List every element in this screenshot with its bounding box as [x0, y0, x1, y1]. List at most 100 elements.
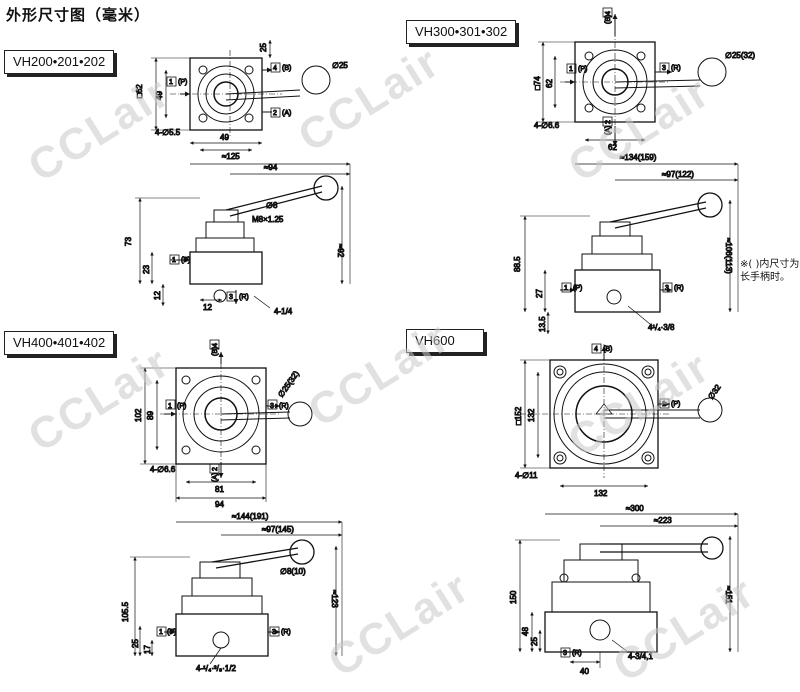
vh200-side-port-3: 3 [229, 294, 233, 301]
vh400-port-2-label: (A) [212, 473, 219, 482]
vh300-port-3-label: (R) [671, 65, 681, 72]
vh300-dim-square: □74 [533, 76, 542, 90]
vh400-dim-bottom-81: 81 [215, 485, 224, 494]
vh200-port-2-label: (A) [282, 110, 291, 117]
vh400-port-2: 2 [212, 467, 219, 471]
note-line-1: ※( )内尺寸为 [740, 259, 800, 270]
vh600-dim-square: □152 [514, 406, 523, 425]
vh300-port-1-label: (P) [578, 66, 587, 73]
vh200-dim-len-94: ≈94 [264, 163, 278, 172]
vh200-side-port-1: 1 [172, 257, 176, 264]
vh600-dim-knob: ∅32 [706, 383, 723, 402]
vh200-dim-h12: 12 [153, 291, 162, 300]
vh200-side-port-3-label: (R) [239, 294, 249, 301]
vh600-dim-bottom: 132 [594, 489, 608, 498]
vh600-dim-h25: 25 [530, 637, 539, 646]
model-label-vh200: VH200•201•202 [4, 50, 115, 74]
vh200-dim-knob: ∅25 [332, 61, 348, 70]
vh200-top-view [151, 40, 331, 152]
vh300-port-4: 4 [605, 11, 612, 15]
drawing-sheet: 外形尺寸图（毫米） VH200•201•202 VH300•301•302 VH… [4, 6, 799, 692]
vh300-dim-bottom-width: 62 [608, 143, 617, 152]
vh200-dim-w12: 12 [203, 303, 212, 312]
vh300-port-1: 1 [569, 66, 573, 73]
vh300-port-2-label: (A) [605, 126, 612, 135]
vh400-port-3-label: (R) [279, 403, 289, 410]
vh400-port-3: 3 [270, 403, 274, 410]
vh400-dim-side: 89 [146, 411, 155, 420]
vh300-dim-port: 4¹/₄·3/8 [648, 323, 675, 332]
vh300-port-2: 2 [605, 120, 612, 124]
vh600-dim-side: 132 [527, 408, 536, 422]
vh400-side-port-3: 3 [272, 629, 276, 636]
vh600-side-port-3-label: (R) [572, 650, 582, 657]
vh600-side-port-3: 3 [563, 650, 567, 657]
vh200-dim-height-92: ≈92 [336, 244, 345, 258]
vh400-side-port-1-label: (P) [167, 629, 176, 636]
vh200-dim-thread: M8×1.25 [252, 215, 284, 224]
vh400-dim-bottom-94: 94 [215, 500, 224, 509]
vh300-dim-len-134: ≈134(159) [620, 153, 657, 162]
vh600-dim-port: 4-3/4,1 [628, 652, 653, 661]
vh600-dim-len-223: ≈223 [654, 516, 672, 525]
vh300-dim-h135: 13.5 [538, 316, 547, 332]
vh400-port-4: 4 [212, 343, 219, 347]
vh400-dim-holes: 4-∅6.6 [150, 465, 176, 474]
vh600-dim-height-150: 150 [509, 590, 518, 604]
vh400-top-view [140, 339, 313, 502]
vh400-port-1-label: (P) [177, 403, 186, 410]
vh400-dim-height-123: ≈123 [330, 590, 339, 608]
vh400-dim-shaft: ∅8(10) [280, 567, 306, 576]
model-label-vh300: VH300•301•302 [406, 20, 517, 44]
vh200-dim-square: □62 [135, 84, 144, 98]
vh200-side-view [135, 162, 351, 309]
vh200-port-1-label: (P) [178, 79, 187, 86]
vh200-dim-holes: 4-∅5.5 [155, 128, 181, 137]
vh400-dim-len-97: ≈97(145) [262, 525, 294, 534]
vh600-top-view [520, 343, 723, 488]
vh200-port-4-label: (B) [282, 65, 291, 72]
vh300-dim-len-97: ≈97(122) [662, 170, 694, 179]
vh300-side-port-3-label: (R) [674, 285, 684, 292]
vh600-dim-height-151: ≈151 [724, 586, 733, 604]
vh300-side-port-1: 1 [564, 285, 568, 292]
vh200-port-1: 1 [169, 79, 173, 86]
vh300-side-view [520, 162, 739, 334]
vh600-dim-holes: 4-∅11 [515, 471, 538, 480]
vh200-dim-bottom-width: 49 [220, 133, 229, 142]
vh400-port-4-label: (B) [212, 347, 219, 356]
vh400-port-1: 1 [168, 403, 172, 410]
vh300-dim-height-885: 88.5 [513, 256, 522, 272]
vh400-dim-square: 102 [134, 408, 143, 422]
vh600-port-1-label: (P) [671, 401, 680, 408]
page-title: 外形尺寸图（毫米） [6, 6, 151, 24]
vh400-side-view [130, 520, 343, 665]
vh300-top-view [538, 7, 727, 146]
long-handle-note: ※( )内尺寸为 长手柄时。 [740, 258, 799, 284]
vh600-side-view [515, 512, 739, 668]
vh600-dim-h48: 48 [521, 627, 530, 636]
vh200-port-4: 4 [273, 65, 277, 72]
technical-drawings: 1 (P) 4 (B) 2 (A) □62 49 25 49 4-∅5.5 ∅2… [121, 7, 756, 677]
vh600-dim-w40: 40 [580, 667, 589, 676]
vh600-port-1: 1 [662, 401, 666, 408]
note-line-2: 长手柄时。 [740, 272, 790, 283]
vh400-dim-height-1055: 105.5 [121, 601, 130, 622]
vh600-port-4-label: (B) [603, 346, 612, 353]
vh600-port-4: 4 [594, 346, 598, 353]
vh300-dim-holes: 4-∅6.6 [534, 121, 560, 130]
vh200-dim-height-73: 73 [124, 237, 133, 246]
vh300-port-3: 3 [662, 65, 666, 72]
vh400-dim-h25: 25 [131, 639, 140, 648]
vh400-dim-knob: ∅25(32) [276, 369, 301, 399]
vh400-dim-h17: 17 [143, 645, 152, 654]
vh300-port-4-label: (B) [605, 15, 612, 24]
vh200-dim-h23: 23 [142, 265, 151, 274]
vh200-dim-top: 25 [259, 43, 268, 52]
model-label-vh600: VH600 [406, 329, 484, 353]
vh600-dim-len-300: ≈300 [626, 504, 644, 513]
vh300-dim-side: 62 [545, 79, 554, 88]
vh200-dim-side: 49 [155, 91, 164, 100]
vh200-dim-shaft: ∅8 [266, 201, 278, 210]
model-label-vh400: VH400•401•402 [4, 331, 115, 355]
